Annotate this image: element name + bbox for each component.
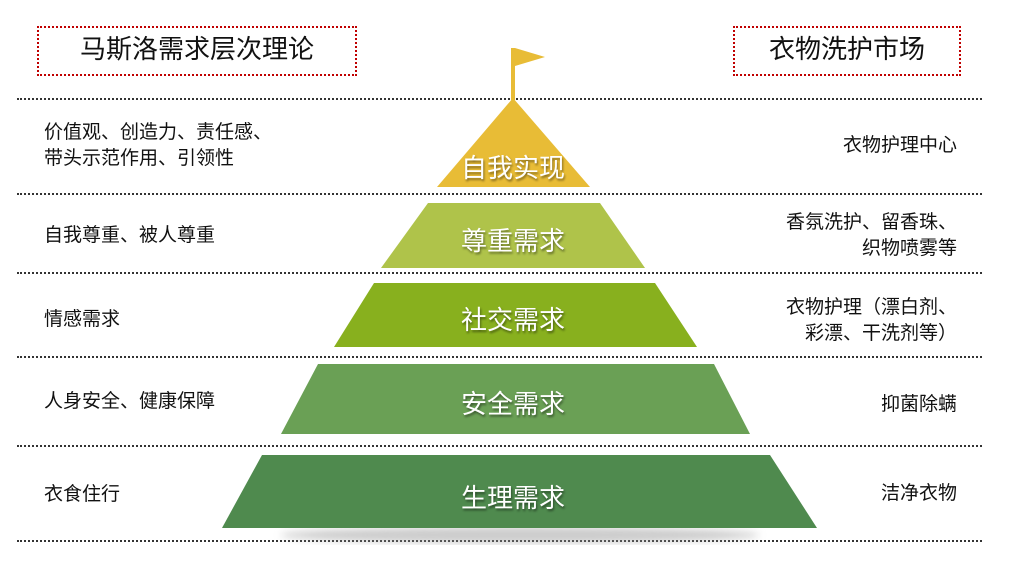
left-desc: 情感需求 bbox=[44, 308, 121, 330]
left-desc: 衣食住行 bbox=[44, 483, 121, 505]
title-left: 马斯洛需求层次理论 bbox=[37, 26, 357, 76]
divider bbox=[17, 356, 982, 358]
right-desc: 香氛洗护、留香珠、 织物喷雾等 bbox=[786, 209, 957, 261]
divider bbox=[17, 272, 982, 274]
right-desc: 洁净衣物 bbox=[880, 482, 957, 504]
pyramid-level-5 bbox=[222, 455, 817, 528]
divider bbox=[17, 445, 982, 447]
pyramid-level-1 bbox=[437, 98, 590, 187]
left-desc: 价值观、创造力、责任感、 带头示范作用、引领性 bbox=[44, 119, 272, 171]
desc-line: 彩漂、干洗剂等） bbox=[804, 322, 957, 344]
left-desc: 自我尊重、被人尊重 bbox=[44, 224, 216, 246]
desc-line: 价值观、创造力、责任感、 bbox=[44, 121, 273, 143]
flag-pole bbox=[511, 48, 515, 100]
pyramid-shadow bbox=[280, 527, 760, 543]
desc-line: 衣物护理（漂白剂、 bbox=[785, 296, 957, 318]
level-label: 自我实现 bbox=[460, 154, 565, 184]
level-label: 安全需求 bbox=[460, 390, 565, 420]
level-label: 生理需求 bbox=[460, 484, 565, 514]
level-label: 社交需求 bbox=[460, 306, 565, 336]
flag-icon bbox=[515, 48, 545, 66]
pyramid-level-2 bbox=[381, 203, 645, 268]
right-desc: 衣物护理中心 bbox=[842, 134, 957, 156]
desc-line: 织物喷雾等 bbox=[861, 237, 957, 259]
divider bbox=[17, 98, 982, 100]
desc-line: 带头示范作用、引领性 bbox=[44, 147, 235, 169]
divider bbox=[17, 193, 982, 195]
right-desc: 衣物护理（漂白剂、 彩漂、干洗剂等） bbox=[786, 294, 957, 346]
right-desc: 抑菌除螨 bbox=[880, 393, 957, 415]
pyramid-level-4 bbox=[281, 364, 750, 434]
level-label: 尊重需求 bbox=[460, 227, 565, 257]
title-right: 衣物洗护市场 bbox=[733, 26, 961, 76]
desc-line: 香氛洗护、留香珠、 bbox=[785, 211, 957, 233]
pyramid-level-3 bbox=[334, 283, 697, 347]
left-desc: 人身安全、健康保障 bbox=[44, 390, 216, 412]
